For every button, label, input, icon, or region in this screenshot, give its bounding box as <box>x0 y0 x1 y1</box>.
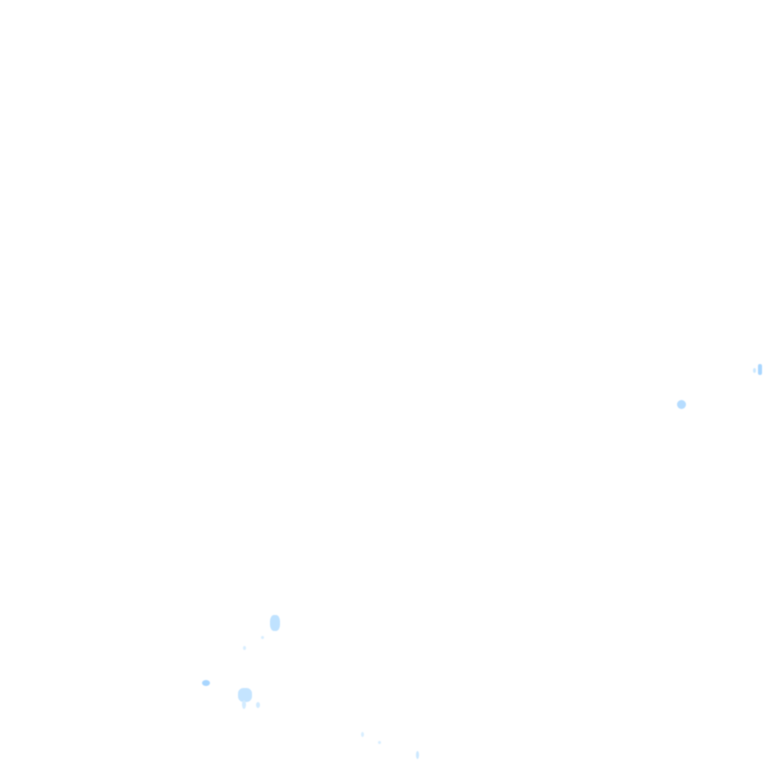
precip-echo <box>378 741 381 744</box>
precip-echo <box>758 364 762 375</box>
precip-echo <box>202 680 210 686</box>
precip-echo <box>261 636 264 639</box>
precip-echo <box>361 732 364 737</box>
precip-echo <box>242 700 246 709</box>
precip-echo <box>238 688 252 702</box>
precip-echo <box>256 702 260 708</box>
precip-echo <box>270 615 280 631</box>
precip-echo <box>243 646 246 650</box>
precip-echo <box>416 751 419 759</box>
precip-echo <box>677 400 686 409</box>
precip-echo <box>753 368 756 373</box>
